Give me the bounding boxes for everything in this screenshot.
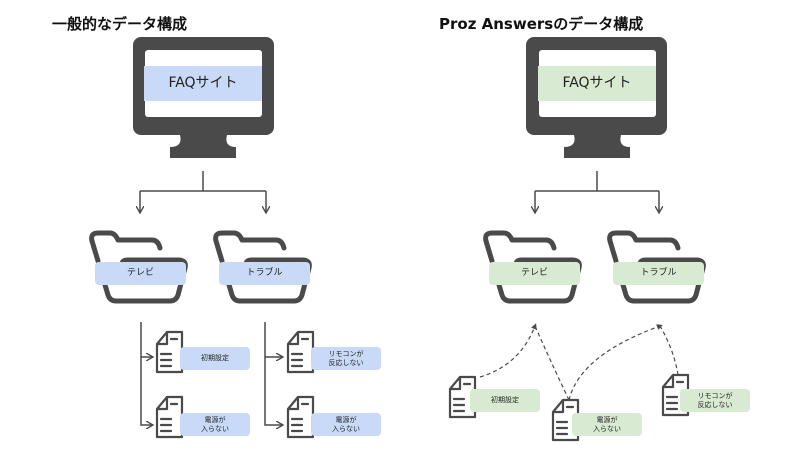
document-icon-left-2 — [155, 395, 184, 439]
branch-arrows-left — [140, 171, 266, 212]
doc-label-right-remote[interactable]: リモコンが 反応しない — [680, 389, 750, 412]
right-title: Proz Answersのデータ構成 — [439, 15, 644, 33]
doc-label-left-no-power-1[interactable]: 電源が 入らない — [180, 413, 250, 436]
folder-label-right-tv[interactable]: テレビ — [489, 262, 580, 285]
doc-links-right — [479, 323, 679, 401]
doc-tree-left — [140, 322, 282, 425]
left-title: 一般的なデータ構成 — [52, 15, 188, 33]
doc-label-left-remote[interactable]: リモコンが 反応しない — [311, 347, 381, 370]
branch-arrows-right — [535, 171, 659, 212]
doc-label-left-initial-setup[interactable]: 初期設定 — [180, 347, 250, 370]
document-icon-left-4 — [286, 395, 315, 439]
document-icon-right-3 — [661, 373, 690, 417]
document-icon-right-1 — [448, 375, 477, 419]
doc-label-right-no-power[interactable]: 電源が 入らない — [572, 413, 642, 436]
document-icon-right-2 — [551, 398, 580, 442]
document-icon-left-1 — [155, 330, 184, 374]
doc-label-right-initial-setup[interactable]: 初期設定 — [470, 389, 540, 412]
folder-label-right-trouble[interactable]: トラブル — [613, 262, 704, 285]
doc-label-left-no-power-2[interactable]: 電源が 入らない — [311, 413, 381, 436]
document-icon-left-3 — [286, 330, 315, 374]
folder-label-left-tv[interactable]: テレビ — [95, 262, 186, 285]
faq-site-label-left: FAQサイト — [144, 66, 262, 101]
faq-site-label-right: FAQサイト — [538, 66, 656, 101]
folder-label-left-trouble[interactable]: トラブル — [219, 262, 310, 285]
